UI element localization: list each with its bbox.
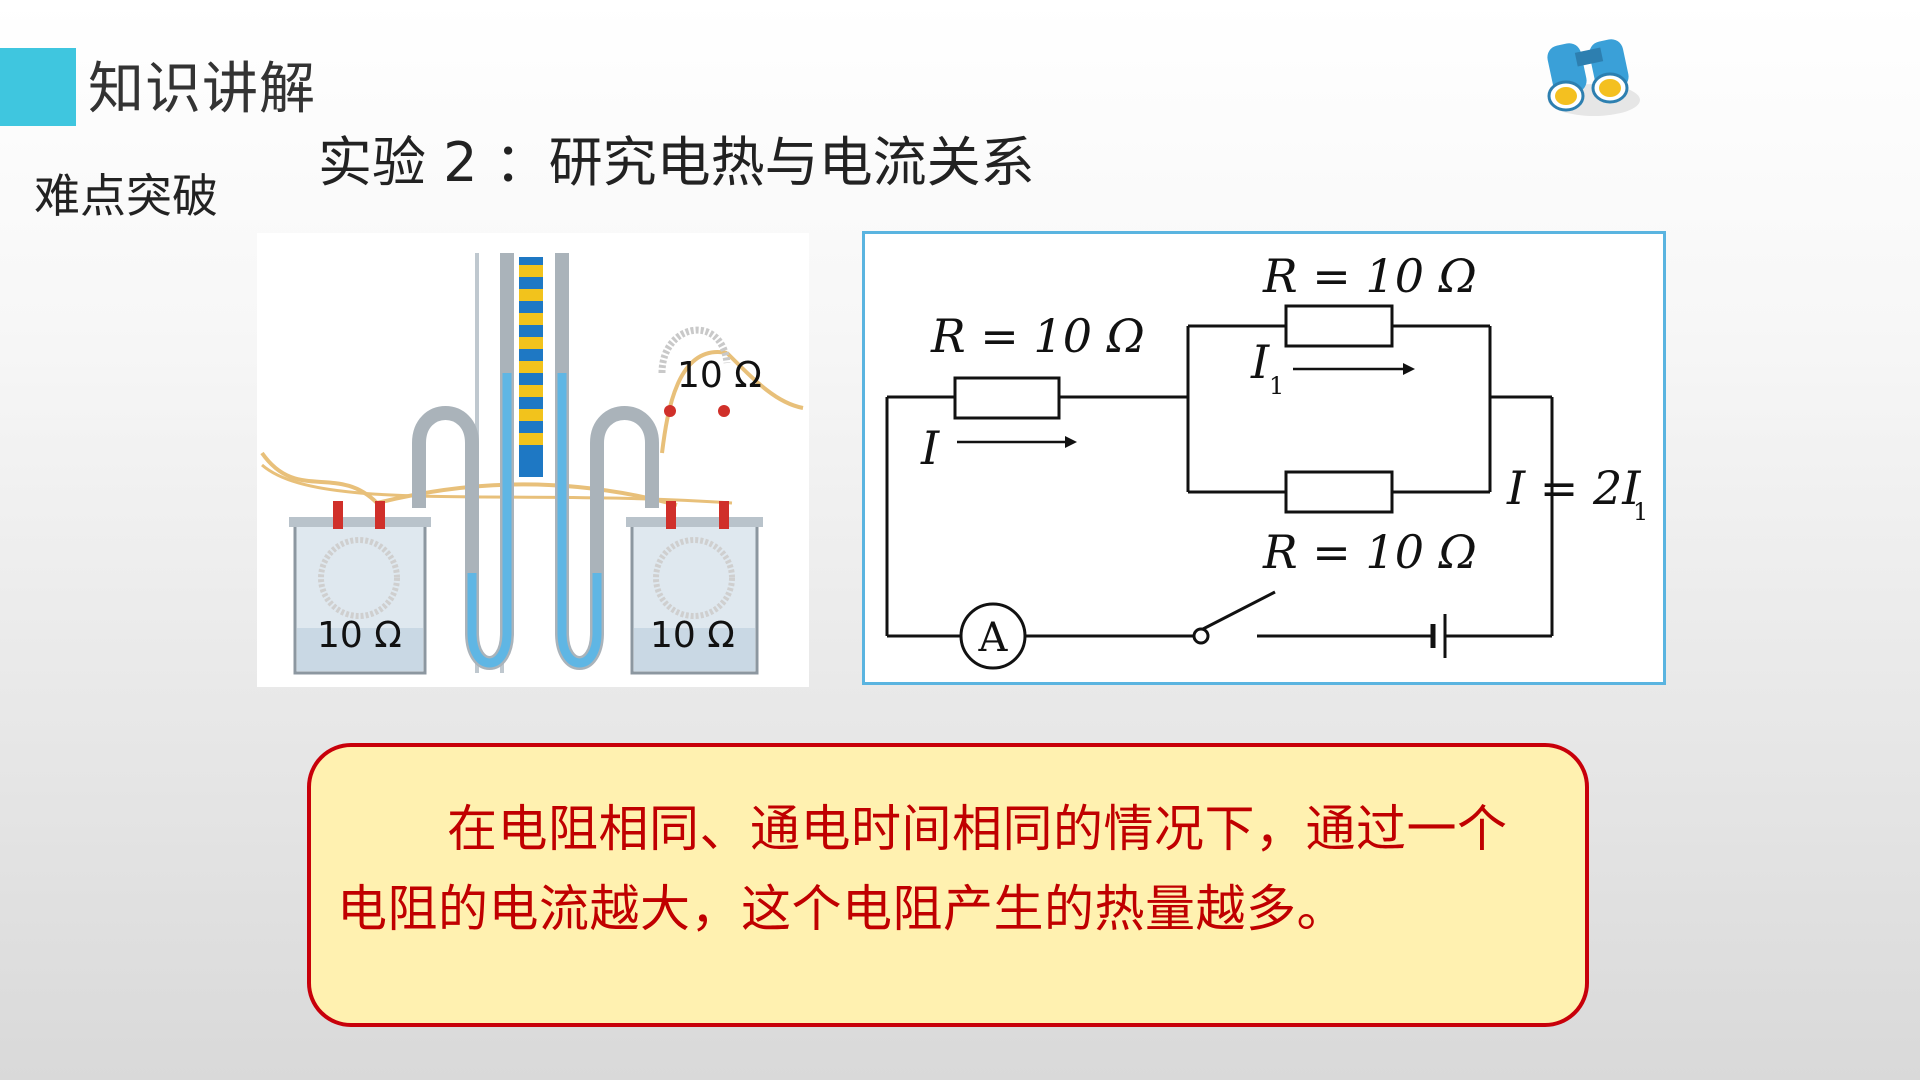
conclusion-text: 在电阻相同、通电时间相同的情况下，通过一个电阻的电流越大，这个电阻产生的热量越多… [337, 800, 1508, 938]
main-current-label: I [920, 421, 940, 475]
right-container-label: 10 Ω [650, 615, 735, 656]
parallel-resistor-label: R = 10 Ω [1262, 249, 1477, 303]
left-container-label: 10 Ω [317, 615, 402, 656]
experiment-title: 实验 2 ：研究电热与电流关系 [318, 131, 1035, 194]
conclusion-box: 在电阻相同、通电时间相同的情况下，通过一个电阻的电流越大，这个电阻产生的热量越多… [307, 743, 1589, 1027]
section-title: 知识讲解 [88, 57, 316, 122]
branch-current-subscript: 1 [1269, 372, 1284, 400]
ammeter-symbol [959, 602, 1027, 670]
series-resistor-label: R = 10 Ω [930, 309, 1145, 363]
resistor-series [953, 376, 1061, 420]
accent-block [0, 48, 76, 126]
circuit-diagram: A R = 10 Ω R = 10 Ω R = 10 Ω I I 1 I = 2… [862, 231, 1666, 685]
ammeter-label: A [978, 615, 1009, 661]
external-resistor-label: 10 Ω [677, 355, 762, 396]
binoculars-icon [1536, 30, 1652, 126]
battery-branch-resistor-label: R = 10 Ω [1262, 525, 1477, 579]
current-relation-subscript: 1 [1633, 498, 1648, 526]
resistor-parallel-top [1284, 304, 1394, 348]
branch-current-label: I [1250, 335, 1270, 389]
resistor-parallel-bottom [1284, 470, 1394, 514]
experiment-apparatus-image: 10 Ω 10 Ω 10 Ω [257, 233, 809, 687]
current-relation-label: I = 2I [1506, 461, 1641, 515]
subsection-title: 难点突破 [34, 169, 218, 223]
